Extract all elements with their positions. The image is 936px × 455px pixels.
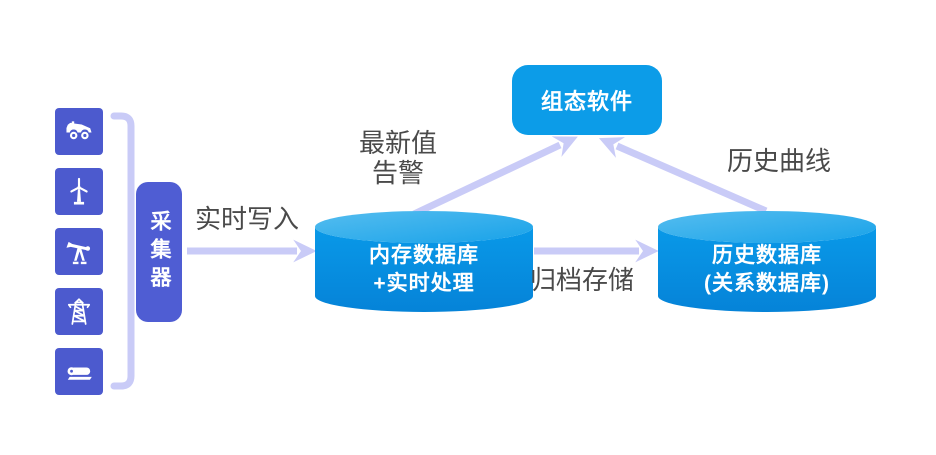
label-archive-store: 归档存储	[529, 265, 634, 295]
collector-node: 采集器	[136, 182, 182, 322]
oil-pumpjack-icon	[55, 228, 103, 275]
cylinder-shape	[315, 211, 533, 312]
transmission-tower-icon	[55, 288, 103, 335]
mining-truck-icon	[55, 108, 103, 155]
sources-bracket	[110, 112, 135, 390]
history-db-label: 历史数据库 (关系数据库)	[704, 244, 830, 295]
scada-label: 组态软件	[540, 89, 633, 114]
label-history-curve: 历史曲线	[726, 146, 831, 176]
label-latest-alarm: 最新值 告警	[358, 128, 437, 188]
label-realtime-write: 实时写入	[194, 204, 299, 234]
memory-db-label: 内存数据库 +实时处理	[369, 244, 479, 295]
paper-roll-icon	[55, 348, 103, 395]
collector-label: 采集器	[148, 210, 171, 294]
scada-node: 组态软件	[512, 65, 662, 135]
wind-turbine-icon	[55, 168, 103, 215]
history-db-node: 历史数据库 (关系数据库)	[658, 211, 876, 313]
memory-db-node: 内存数据库 +实时处理	[315, 211, 533, 313]
cylinder-shape	[658, 211, 876, 312]
